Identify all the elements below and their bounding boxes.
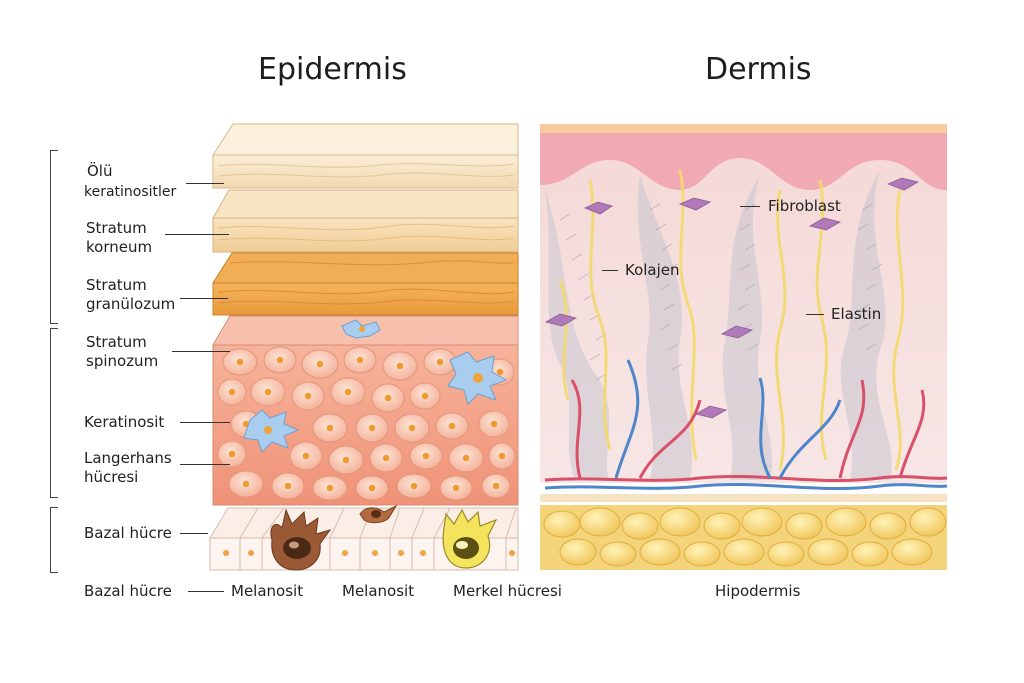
stratum-spinosum-layer [212,315,519,506]
stratum-corneum-layer [212,189,519,253]
label-spinosum-1: Stratum [86,333,147,351]
leader-dead-keratinocytes [186,183,224,184]
label-spinosum-2: spinozum [86,352,159,370]
leader-keratinocyte [180,422,230,423]
bracket-middle [50,328,58,498]
fat-cells [543,507,947,567]
melanocyte-cell [359,504,398,524]
bracket-lower [50,507,58,573]
leader-granulosum [180,298,228,299]
label-granulosum-1: Stratum [86,276,147,294]
label-dead-keratinocytes-2: keratinositler [84,184,177,200]
leader-corneum [165,234,229,235]
leader-elastin [806,314,824,315]
label-corneum-2: korneum [86,238,153,256]
label-merkel-cell: Merkel hücresi [453,582,562,600]
label-hypodermis: Hipodermis [715,582,801,600]
label-keratinocyte: Keratinosit [84,413,165,431]
leader-collagen [602,270,618,271]
label-basal-cell-bottom: Bazal hücre [84,582,172,600]
label-granulosum-2: granülozum [86,295,176,313]
leader-spinosum [172,351,230,352]
label-melanocyte-2: Melanosit [342,582,415,600]
leader-basal-cell [180,533,208,534]
bracket-upper [50,150,58,324]
fibroblast-cell [544,177,920,419]
stratum-granulosum-layer [212,252,519,316]
basal-layer [209,504,519,571]
label-basal-cell: Bazal hücre [84,524,172,542]
label-langerhans-1: Langerhans [84,449,172,467]
label-fibroblast: Fibroblast [768,197,841,215]
label-melanocyte-1: Melanosit [231,582,304,600]
dermis-illustration [540,124,948,570]
label-elastin: Elastin [831,305,882,323]
label-langerhans-2: hücresi [84,468,139,486]
label-dead-keratinocytes-1: Ölü [87,162,113,180]
label-collagen: Kolajen [625,261,680,279]
dermis-title: Dermis [705,52,812,87]
epidermis-title: Epidermis [258,52,407,87]
leader-fibroblast [740,206,760,207]
melanocyte-cell [270,508,332,571]
dead-keratinocyte-layer [212,123,519,189]
merkel-cell [442,508,498,569]
leader-langerhans [180,464,230,465]
label-corneum-1: Stratum [86,219,147,237]
leader-basal-cell-bottom [188,591,224,592]
